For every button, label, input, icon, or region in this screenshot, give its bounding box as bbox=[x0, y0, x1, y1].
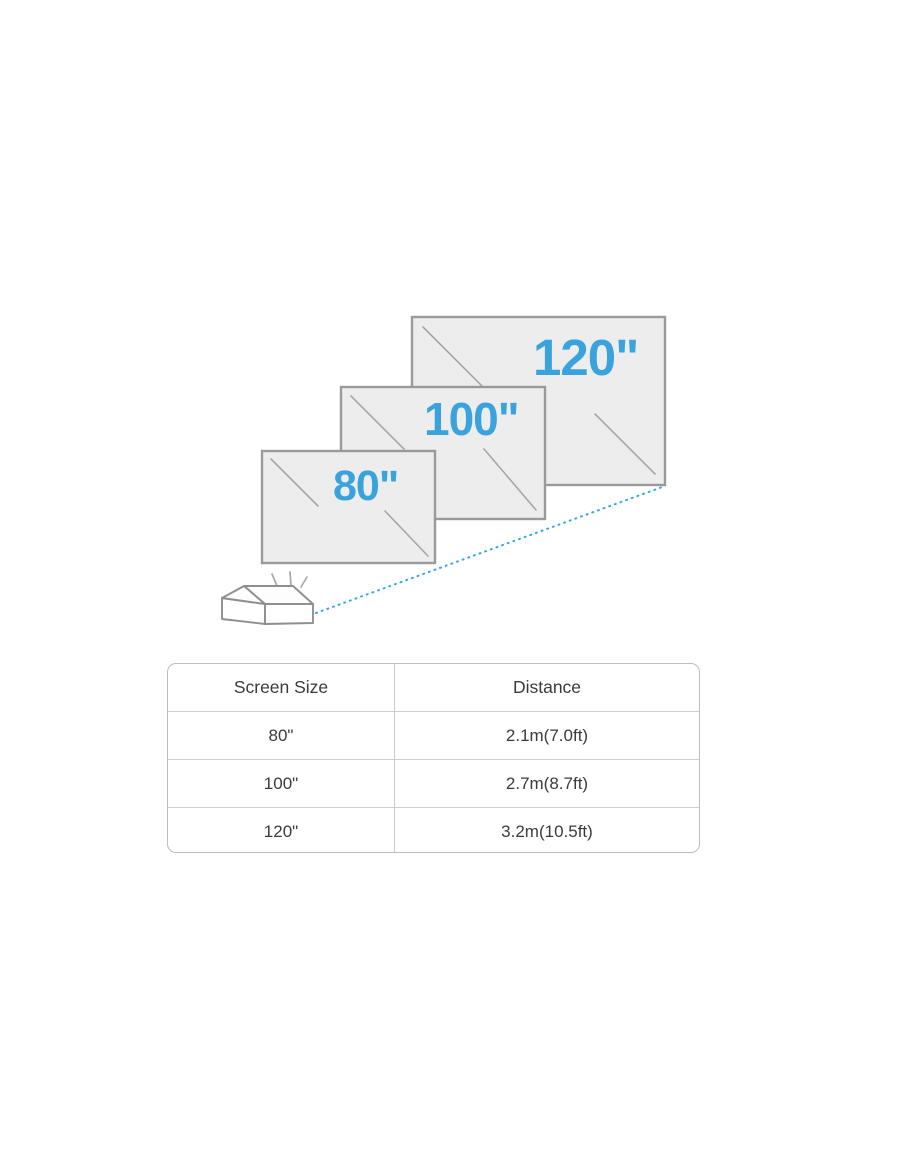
table-head: Screen Size Distance bbox=[168, 664, 699, 712]
light-ray-2 bbox=[289, 571, 292, 586]
table-row: 80" 2.1m(7.0ft) bbox=[168, 711, 699, 760]
table-header-row: Screen Size Distance bbox=[168, 664, 699, 712]
screen-80-glare-bottom-right bbox=[384, 510, 429, 557]
cell-distance-120: 3.2m(10.5ft) bbox=[501, 821, 593, 841]
light-ray-3 bbox=[300, 576, 308, 588]
screen-120-label: 120" bbox=[533, 329, 638, 386]
screen-120-glare-top-left bbox=[422, 326, 483, 387]
table-row: 120" 3.2m(10.5ft) bbox=[168, 807, 699, 852]
column-header-distance: Distance bbox=[512, 677, 582, 697]
table-body: 80" 2.1m(7.0ft) 100" 2.7m(8.7ft) 120" 3.… bbox=[168, 711, 699, 852]
screen-100-glare-top-left bbox=[350, 395, 405, 450]
screen-80-glare-top-left bbox=[270, 458, 319, 507]
cell-screen-size-120: 120" bbox=[168, 807, 395, 852]
projector-light-rays bbox=[271, 571, 308, 588]
light-ray-1 bbox=[271, 573, 278, 587]
spec-table-element: Screen Size Distance 80" 2.1m(7.0ft) 100… bbox=[168, 664, 699, 852]
screen-size-distance-table: Screen Size Distance 80" 2.1m(7.0ft) 100… bbox=[167, 663, 700, 853]
projector-left-bevel bbox=[221, 585, 266, 605]
column-header-screen-size: Screen Size bbox=[168, 664, 395, 712]
projector-throw-distance-diagram: 120" 100" 80" bbox=[221, 315, 667, 625]
cell-distance-100: 2.7m(8.7ft) bbox=[505, 773, 589, 793]
projector-side-face bbox=[264, 603, 314, 625]
screen-120-glare-bottom-right bbox=[594, 413, 656, 475]
cell-screen-size-80: 80" bbox=[168, 711, 395, 760]
diagram-canvas: 120" 100" 80" bbox=[221, 315, 667, 625]
projector-device bbox=[221, 585, 314, 625]
screen-100-glare-bottom-right bbox=[483, 448, 537, 511]
screen-80-group: 80" bbox=[260, 449, 437, 565]
cell-screen-size-100: 100" bbox=[168, 759, 395, 808]
table-row: 100" 2.7m(8.7ft) bbox=[168, 759, 699, 808]
screen-80-label: 80" bbox=[333, 462, 398, 510]
cell-distance-80: 2.1m(7.0ft) bbox=[505, 725, 589, 745]
screen-80-panel bbox=[260, 449, 437, 565]
screen-100-label: 100" bbox=[424, 393, 519, 445]
projection-beam-line bbox=[315, 485, 666, 614]
